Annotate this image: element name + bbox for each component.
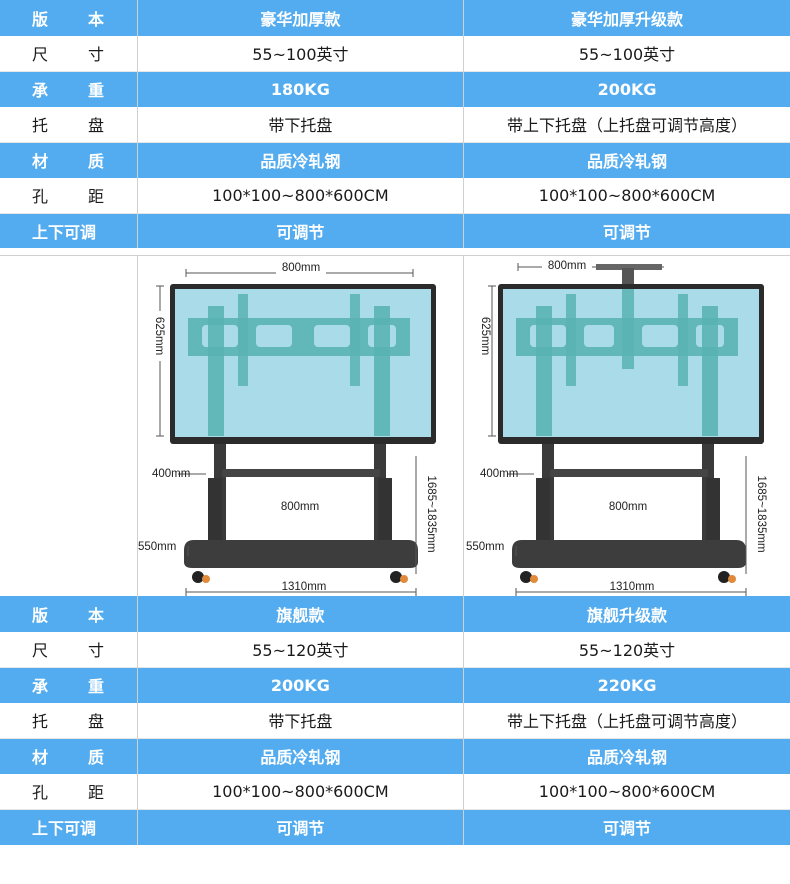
cell-right: 100*100~800*600CM (463, 177, 790, 213)
cell-left: 100*100~800*600CM (137, 773, 465, 809)
cell-left: 200KG (137, 667, 465, 703)
row-label: 材质 (0, 142, 138, 178)
cell-right: 带上下托盘（上托盘可调节高度） (463, 702, 790, 738)
stand-diagram-right: 800mm 625mm 400mm 800mm (466, 259, 767, 596)
lower-tray (222, 469, 380, 477)
dim-total-height-label: 1685~1835mm (425, 475, 437, 552)
table-row: 尺寸 55~100英寸 55~100英寸 (0, 35, 790, 71)
table-row: 承重 200KG 220KG (0, 667, 790, 703)
product-image-row: 800mm 625mm 400mm 800mm (0, 255, 790, 597)
section-gap (0, 248, 790, 255)
row-label: 上下可调 (0, 809, 138, 845)
row-label: 版本 (0, 596, 138, 632)
cell-right: 100*100~800*600CM (463, 773, 790, 809)
cell-right: 带上下托盘（上托盘可调节高度） (463, 106, 790, 142)
cell-right: 可调节 (463, 809, 790, 845)
table-row: 上下可调 可调节 可调节 (0, 809, 790, 845)
table-row: 版本 旗舰款 旗舰升级款 (0, 596, 790, 632)
dim-tray-height-label: 400mm (152, 468, 190, 480)
lower-tray (550, 469, 708, 477)
table-row: 托盘 带下托盘 带上下托盘（上托盘可调节高度） (0, 702, 790, 738)
column-divider (463, 256, 464, 597)
cell-left: 品质冷轧钢 (137, 738, 465, 774)
cell-left: 豪华加厚款 (137, 0, 465, 36)
table-row: 孔距 100*100~800*600CM 100*100~800*600CM (0, 177, 790, 213)
stand-base (184, 540, 418, 568)
cell-right: 旗舰升级款 (463, 596, 790, 632)
table-row: 上下可调 可调节 可调节 (0, 213, 790, 249)
cell-left: 55~100英寸 (137, 35, 465, 71)
dim-base-height-label: 550mm (466, 541, 504, 553)
cell-right: 豪华加厚升级款 (463, 0, 790, 36)
row-label: 上下可调 (0, 213, 138, 249)
dim-width-label: 800mm (282, 262, 320, 274)
row-label: 材质 (0, 738, 138, 774)
cell-right: 220KG (463, 667, 790, 703)
row-label: 版本 (0, 0, 138, 36)
row-label: 承重 (0, 667, 138, 703)
stand-diagram-left: 800mm 625mm 400mm 800mm (138, 261, 437, 596)
cell-left: 55~120英寸 (137, 631, 465, 667)
dim-screen-height-label: 625mm (479, 317, 491, 355)
row-label: 尺寸 (0, 35, 138, 71)
cell-right: 55~100英寸 (463, 35, 790, 71)
cell-right: 可调节 (463, 213, 790, 249)
cell-left: 180KG (137, 71, 465, 107)
row-label: 尺寸 (0, 631, 138, 667)
row-label: 孔距 (0, 177, 138, 213)
row-label: 托盘 (0, 106, 138, 142)
spec-table-bottom: 版本 旗舰款 旗舰升级款 尺寸 55~120英寸 55~120英寸 承重 200… (0, 596, 790, 845)
dim-base-width-label: 1310mm (282, 581, 327, 593)
dim-total-height-label: 1685~1835mm (755, 475, 767, 552)
cell-right: 品质冷轧钢 (463, 142, 790, 178)
cell-right: 200KG (463, 71, 790, 107)
table-row: 尺寸 55~120英寸 55~120英寸 (0, 631, 790, 667)
dim-width-label: 800mm (548, 260, 586, 272)
row-label: 托盘 (0, 702, 138, 738)
dim-tray-width-label: 800mm (281, 501, 319, 513)
cell-left: 可调节 (137, 213, 465, 249)
cell-left: 带下托盘 (137, 106, 465, 142)
stand-base (512, 540, 746, 568)
dim-base-height-label: 550mm (138, 541, 176, 553)
table-row: 版本 豪华加厚款 豪华加厚升级款 (0, 0, 790, 36)
table-row: 托盘 带下托盘 带上下托盘（上托盘可调节高度） (0, 106, 790, 142)
spec-table-top: 版本 豪华加厚款 豪华加厚升级款 尺寸 55~100英寸 55~100英寸 承重… (0, 0, 790, 249)
column-divider (137, 256, 138, 597)
row-label: 孔距 (0, 773, 138, 809)
dim-screen-height-label: 625mm (153, 317, 165, 355)
cell-left: 100*100~800*600CM (137, 177, 465, 213)
cell-right: 55~120英寸 (463, 631, 790, 667)
table-row: 承重 180KG 200KG (0, 71, 790, 107)
cell-left: 可调节 (137, 809, 465, 845)
table-row: 孔距 100*100~800*600CM 100*100~800*600CM (0, 773, 790, 809)
dim-tray-height-label: 400mm (480, 468, 518, 480)
dim-base-width-label: 1310mm (610, 581, 655, 593)
cell-right: 品质冷轧钢 (463, 738, 790, 774)
dim-tray-width-label: 800mm (609, 501, 647, 513)
cell-left: 带下托盘 (137, 702, 465, 738)
cell-left: 旗舰款 (137, 596, 465, 632)
row-label: 承重 (0, 71, 138, 107)
table-row: 材质 品质冷轧钢 品质冷轧钢 (0, 142, 790, 178)
cell-left: 品质冷轧钢 (137, 142, 465, 178)
table-row: 材质 品质冷轧钢 品质冷轧钢 (0, 738, 790, 774)
